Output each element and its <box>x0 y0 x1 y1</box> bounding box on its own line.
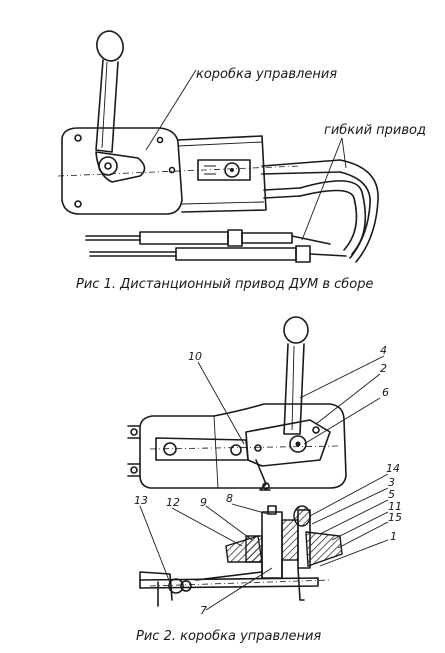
figure-2-section-view: 13 12 9 8 14 3 5 11 15 1 7 Рис 2. коробк… <box>134 462 402 644</box>
fig1-leader-control-box <box>145 69 197 151</box>
callout-4: 4 <box>380 344 387 357</box>
fig1-caption: Рис 1. Дистанционный привод ДУМ в сборе <box>76 277 374 292</box>
callout-3: 3 <box>388 476 395 489</box>
fig2-lever <box>283 316 309 435</box>
callout-11: 11 <box>388 500 402 513</box>
callout-7: 7 <box>200 604 207 617</box>
callout-5: 5 <box>388 488 395 501</box>
callout-1: 1 <box>390 530 397 543</box>
callout-9: 9 <box>200 496 207 509</box>
callout-12: 12 <box>166 496 180 509</box>
callout-15: 15 <box>388 511 402 524</box>
fig1-label-flexible-drive: гибкий привод <box>324 123 426 138</box>
fig1-flexible-drive <box>85 159 379 263</box>
callout-14: 14 <box>386 462 400 475</box>
figure-1-assembly: коробка управления гибкий привод Рис 1. … <box>57 30 426 292</box>
callout-2: 2 <box>380 362 387 375</box>
callout-13: 13 <box>134 494 148 507</box>
callout-8: 8 <box>226 492 233 505</box>
fig1-control-box <box>57 127 341 215</box>
fig1-leader-flexible-drive <box>301 137 347 241</box>
fig1-label-control-box: коробка управления <box>196 67 337 82</box>
callout-10: 10 <box>188 350 202 363</box>
fig2-caption: Рис 2. коробка управления <box>136 629 321 644</box>
fig1-lever <box>95 30 124 153</box>
fig2-control-box <box>127 403 347 491</box>
figure-2-top-view: 10 4 2 6 <box>127 316 389 491</box>
callout-6: 6 <box>382 386 389 399</box>
